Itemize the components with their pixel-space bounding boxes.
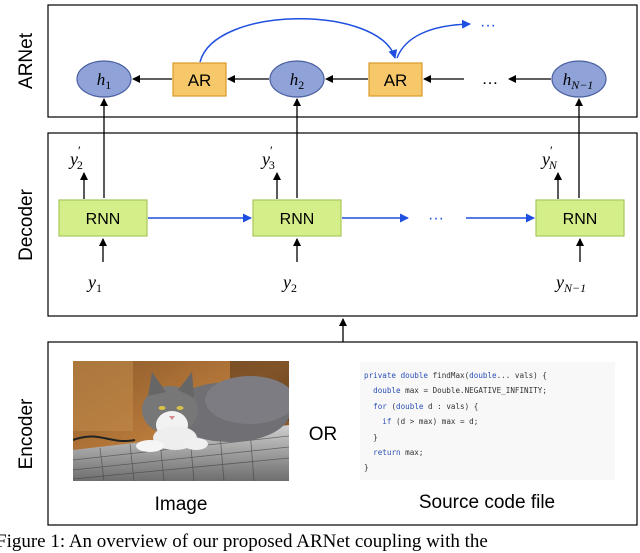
figure-caption: Figure 1: An overview of our proposed AR… — [0, 531, 488, 552]
input-y1: y1 — [86, 272, 102, 295]
encoder-label: Encoder — [16, 398, 37, 469]
rnn-box-2: RNN — [252, 199, 342, 237]
code-line: } — [364, 463, 369, 473]
input-y2: y2 — [281, 272, 297, 295]
code-caption: Source code file — [419, 492, 555, 513]
rnn-box-3: RNN — [535, 199, 625, 237]
blue-ellipsis: ··· — [480, 17, 496, 34]
rnn-box-1: RNN — [58, 199, 148, 237]
arnet-label: ARNet — [16, 32, 37, 89]
code-line: private double findMax(double... vals) { — [364, 371, 547, 380]
ar-box-1: AR — [172, 62, 227, 97]
code-line: double max = Double.NEGATIVE_INFINITY; — [373, 386, 547, 396]
code-line: } — [364, 432, 378, 442]
decoder-panel — [47, 132, 638, 317]
arnet-panel — [47, 4, 638, 118]
svg-text:RNN: RNN — [563, 211, 598, 228]
cat-photo-icon — [73, 361, 289, 481]
svg-text:RNN: RNN — [280, 211, 315, 228]
output-y3-prime: y′3 — [260, 143, 275, 172]
output-yn-prime: y′N — [540, 143, 558, 172]
or-label: OR — [309, 424, 338, 445]
input-yn-minus-1: yN−1 — [554, 272, 586, 295]
decoder-label: Decoder — [16, 188, 37, 260]
svg-text:AR: AR — [188, 71, 212, 90]
svg-text:h2: h2 — [290, 70, 305, 92]
svg-text:RNN: RNN — [86, 211, 121, 228]
h-node-1: h1 — [76, 60, 132, 98]
svg-text:hN−1: hN−1 — [563, 70, 594, 92]
arnet-ellipsis: … — [482, 69, 499, 88]
ar-box-2: AR — [368, 62, 423, 97]
code-line: for (double d : vals) { — [373, 401, 479, 411]
h-node-2: h2 — [269, 60, 325, 98]
code-line: if (d > max) max = d; — [382, 417, 479, 427]
code-snippet-icon: private double findMax(double... vals) {… — [360, 362, 615, 480]
blue-curve-ar1-to-ar2 — [199, 18, 398, 63]
output-y2-prime: y′2 — [68, 143, 83, 172]
svg-text:AR: AR — [384, 71, 408, 90]
image-caption: Image — [155, 494, 208, 515]
code-line: return max; — [373, 448, 424, 458]
decoder-ellipsis: ··· — [428, 210, 444, 227]
blue-curve-ar2-onward — [396, 19, 471, 59]
h-node-n-minus-1: hN−1 — [551, 60, 607, 98]
svg-text:h1: h1 — [97, 70, 112, 92]
